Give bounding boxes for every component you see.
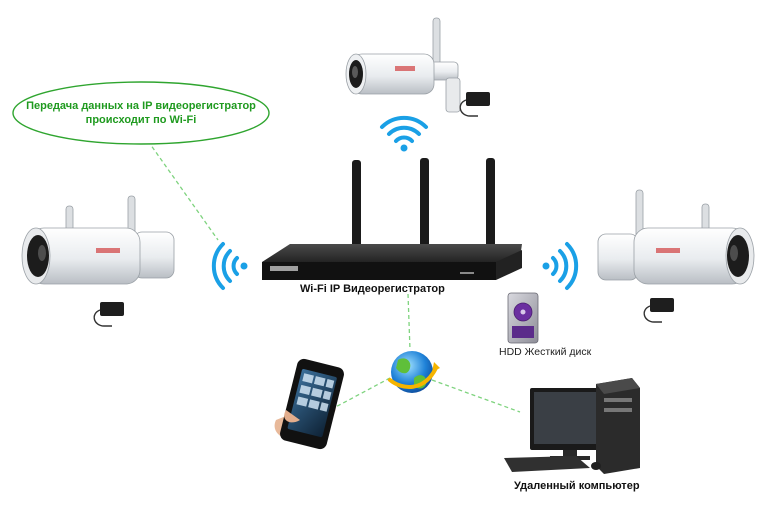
hdd-icon	[507, 292, 539, 344]
bullet-camera-top	[345, 17, 461, 113]
globe-pc-line	[431, 379, 521, 413]
wifi-signal-icon	[211, 242, 248, 290]
remote-pc-label: Удаленный компьютер	[514, 480, 640, 492]
bullet-camera-right	[597, 189, 755, 285]
callout-ellipse	[12, 81, 270, 145]
callout-line-2: происходит по Wi-Fi	[85, 114, 197, 126]
bullet-camera-left	[21, 195, 175, 285]
power-adapter	[93, 302, 124, 327]
globe-phone-line	[329, 377, 391, 411]
smartphone-icon	[274, 358, 344, 450]
hdd-label: HDD Жесткий диск	[499, 346, 592, 358]
power-adapter	[643, 298, 674, 323]
wifi-signal-icon	[542, 242, 579, 290]
nvr-label: Wi-Fi IP Видеорегистратор	[300, 283, 445, 295]
wifi-signal-icon	[380, 115, 428, 152]
callout-link-line	[147, 140, 219, 241]
callout-line-1: Передача данных на IP видеорегистратор	[26, 100, 256, 112]
wifi-callout: Передача данных на IP видеорегистратор п…	[12, 82, 270, 144]
nvr-globe-line	[407, 293, 411, 351]
desktop-computer	[504, 378, 640, 474]
nvr-device	[262, 158, 522, 280]
globe-icon	[388, 351, 440, 393]
power-adapter	[459, 92, 490, 117]
connection-lines	[147, 140, 521, 413]
